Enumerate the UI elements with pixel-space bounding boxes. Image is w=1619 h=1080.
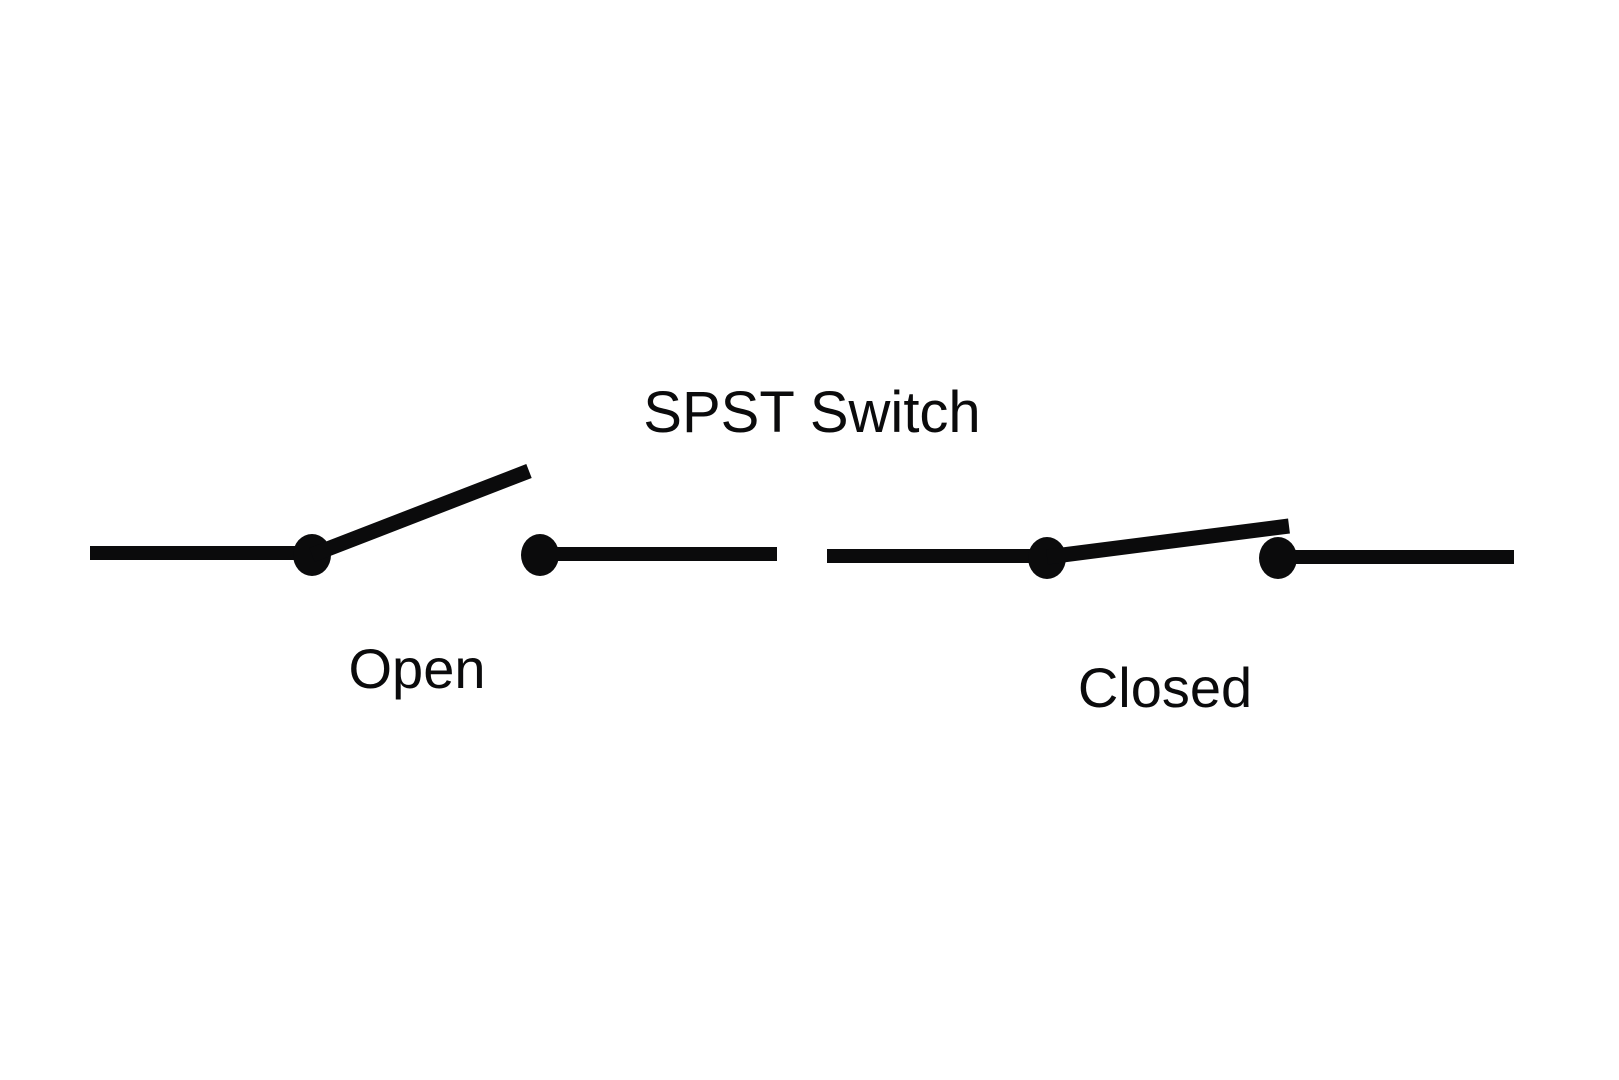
closed-state-label: Closed bbox=[1077, 656, 1253, 719]
open-state-label: Open bbox=[348, 637, 486, 700]
open-switch-symbol bbox=[90, 464, 777, 576]
open-switch-lever bbox=[309, 464, 532, 562]
closed-switch-symbol bbox=[827, 518, 1514, 579]
diagram-title: SPST Switch bbox=[643, 380, 981, 445]
closed-switch-lever bbox=[1046, 518, 1290, 565]
closed-switch-left-terminal-dot bbox=[1028, 537, 1066, 579]
